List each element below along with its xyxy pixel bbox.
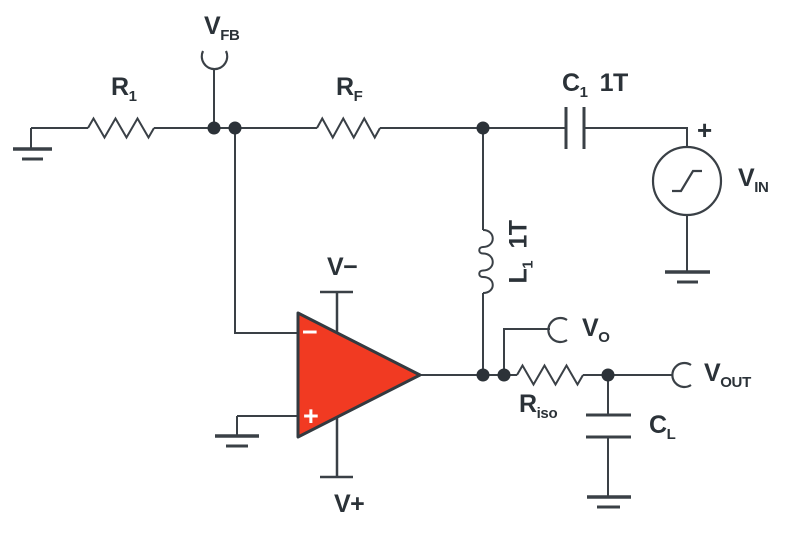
label-vin-sub: IN xyxy=(754,179,769,196)
label-vout-sub: OUT xyxy=(720,374,751,391)
ground-noninv xyxy=(215,434,259,448)
label-cl-sub: L xyxy=(666,426,676,443)
label-l1-value: 1T xyxy=(504,220,533,249)
vin-polarity-sign: + xyxy=(697,115,713,145)
junction-dot xyxy=(228,121,242,135)
label-r1-sub: 1 xyxy=(128,88,137,105)
junction-dots xyxy=(207,121,615,382)
v-plus-supply xyxy=(320,412,353,479)
inductor-l1 xyxy=(478,229,494,294)
label-vo-sub: O xyxy=(598,329,610,346)
label-v-plus: V+ xyxy=(334,490,365,518)
junction-dot xyxy=(497,368,511,382)
label-l1: L1 1T xyxy=(504,220,537,284)
label-cl: CL xyxy=(649,411,676,443)
vo-probe-icon xyxy=(547,316,568,344)
label-vin: VIN xyxy=(738,164,769,196)
label-vin-main: V xyxy=(738,164,755,192)
label-c1: C1 1T xyxy=(562,69,629,101)
label-vout-main: V xyxy=(704,359,721,387)
v-minus-supply xyxy=(320,290,353,338)
ground-left xyxy=(13,147,52,161)
vfb-probe-icon xyxy=(200,50,229,71)
junction-dot xyxy=(476,121,490,135)
label-riso-sub: iso xyxy=(536,405,558,422)
vin-ramp-icon xyxy=(672,169,702,193)
ground-vin xyxy=(665,270,710,284)
label-vfb-main: V xyxy=(204,12,221,40)
label-vfb: VFB xyxy=(204,12,240,44)
label-vout: VOUT xyxy=(704,359,751,391)
label-r1: R1 xyxy=(111,73,137,105)
resistor-r1 xyxy=(87,116,155,140)
opamp-triangle xyxy=(296,311,422,439)
label-l1-sub: 1 xyxy=(519,260,537,269)
capacitor-c1 xyxy=(564,107,586,149)
label-vo-main: V xyxy=(582,314,599,342)
label-rf-sub: F xyxy=(353,88,363,105)
source-vin xyxy=(651,145,723,217)
junction-dot xyxy=(476,368,490,382)
wire-c1-to-vin xyxy=(584,127,688,147)
label-c1-main: C xyxy=(562,69,580,97)
label-l1-main: L xyxy=(504,268,533,284)
label-c1-value: 1T xyxy=(599,69,629,97)
resistor-rf xyxy=(316,116,381,140)
capacitor-cl xyxy=(586,413,631,439)
wire-feedback xyxy=(234,128,298,334)
junction-dot xyxy=(207,121,221,135)
label-v-minus: V− xyxy=(327,253,358,281)
ground-cl xyxy=(587,495,631,509)
junction-dot xyxy=(601,368,615,382)
label-riso: Riso xyxy=(519,390,558,422)
wire-vo-probe xyxy=(503,328,550,375)
label-cl-main: C xyxy=(649,411,667,439)
vout-probe-icon xyxy=(671,361,692,389)
opamp-inverting-sign: − xyxy=(302,317,318,347)
label-rf-main: R xyxy=(336,73,354,101)
label-c1-sub: 1 xyxy=(579,84,588,101)
label-vo: VO xyxy=(582,314,610,346)
label-vfb-sub: FB xyxy=(220,27,240,44)
label-riso-main: R xyxy=(519,390,537,418)
label-r1-main: R xyxy=(111,73,129,101)
opamp-noninverting-sign: + xyxy=(303,401,319,431)
resistor-riso xyxy=(516,363,584,387)
label-rf: RF xyxy=(336,73,363,105)
